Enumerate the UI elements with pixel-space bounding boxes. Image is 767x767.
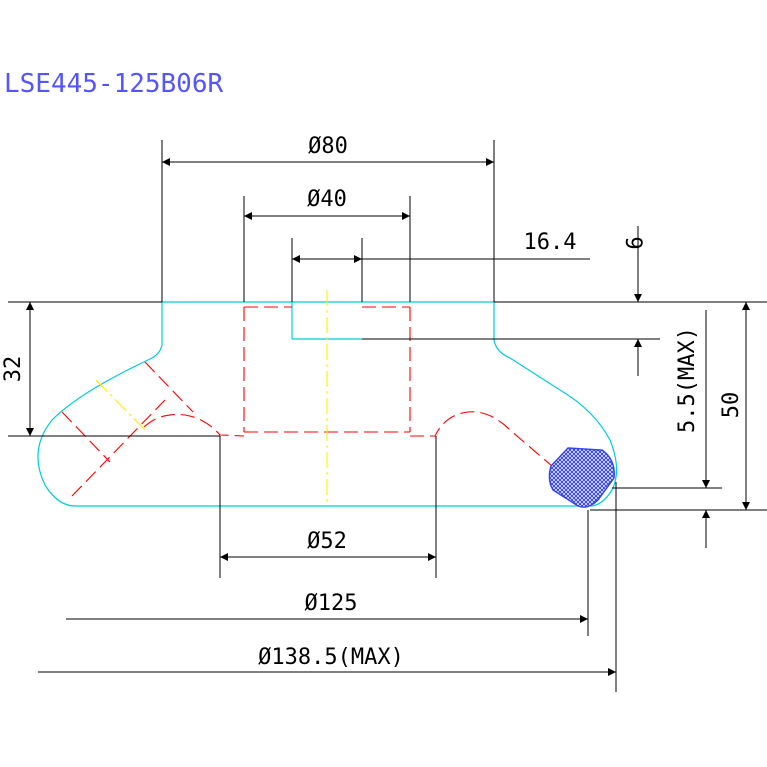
dim-d125-label: Ø125 <box>305 591 358 616</box>
seal-section <box>548 447 615 508</box>
dim-d52-label: Ø52 <box>307 529 347 554</box>
dim-32-label: 32 <box>1 356 26 383</box>
dim-d138-label: Ø138.5(MAX) <box>258 645 404 670</box>
drawing-title: LSE445-125B06R <box>4 69 223 99</box>
dimension-lines <box>26 158 750 676</box>
dim-slot-depth-label: 9 <box>620 236 645 249</box>
dim-50-label: 50 <box>719 392 744 419</box>
hidden-lines <box>61 306 553 497</box>
centerlines <box>95 290 328 505</box>
extension-lines <box>8 140 767 692</box>
dim-slot-width-label: 16.4 <box>524 230 577 255</box>
dim-max-label: 5.5(MAX) <box>675 327 700 433</box>
dim-d40-label: Ø40 <box>307 187 347 212</box>
dim-d80-label: Ø80 <box>308 134 348 159</box>
